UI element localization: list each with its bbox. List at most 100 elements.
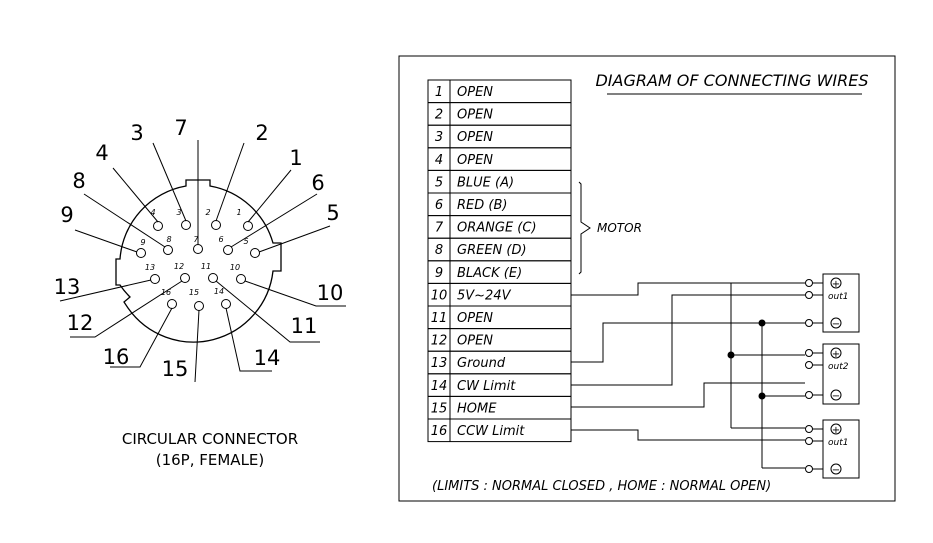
pin-callout-label: 9 <box>60 203 73 227</box>
table-row <box>427 328 572 352</box>
connector-caption-line1: CIRCULAR CONNECTOR <box>122 430 298 448</box>
pin-small-label: 11 <box>201 262 211 271</box>
output-label: out1 <box>828 438 848 448</box>
table-row <box>427 124 572 149</box>
minus-symbol: − <box>832 319 840 330</box>
pin-small-label: 6 <box>218 235 223 244</box>
pin-leader-line <box>244 280 346 307</box>
pin-callout-label: 1 <box>289 146 302 170</box>
pin-callout-label: 13 <box>54 275 81 299</box>
table-row <box>427 395 572 420</box>
output-box <box>822 273 860 333</box>
pin-11 <box>208 273 218 283</box>
table-row <box>427 305 572 330</box>
pin-leader-line <box>258 225 331 253</box>
table-row-number: 15 <box>431 401 448 416</box>
pin-small-label: 9 <box>140 238 145 247</box>
pin-leader-line <box>194 309 200 383</box>
pin-leader-line <box>215 142 245 222</box>
pin-leader-line <box>70 280 183 338</box>
wire-5v <box>571 282 805 296</box>
pin-small-label: 8 <box>166 235 171 244</box>
plus-symbol-ring <box>830 347 842 359</box>
minus-symbol: − <box>832 391 840 402</box>
table-row-number: 10 <box>431 288 448 303</box>
pin-1 <box>243 221 253 231</box>
table-row-number: 14 <box>431 379 448 394</box>
pin-9 <box>136 248 146 258</box>
pin-small-label: 4 <box>150 208 155 217</box>
table-row-number: 5 <box>435 175 443 190</box>
pin-callout-label: 7 <box>174 116 187 140</box>
terminal-pin <box>805 349 813 357</box>
leader-lines <box>59 140 346 383</box>
pin-15 <box>194 301 204 311</box>
pin-13 <box>150 274 160 284</box>
table-row-number: 3 <box>435 130 443 145</box>
output-box <box>822 419 860 479</box>
connector-caption-line2: (16P, FEMALE) <box>156 451 265 469</box>
table-row <box>427 79 572 104</box>
table-row-number: 2 <box>435 108 443 123</box>
minus-symbol-ring <box>830 389 842 401</box>
pin-callout-label: 5 <box>326 201 339 225</box>
table-row-label: OPEN <box>457 153 493 168</box>
table-row-label: OPEN <box>457 85 493 100</box>
pin-3 <box>181 220 191 230</box>
table-row-label: GREEN (D) <box>457 243 527 258</box>
pin-callout-label: 16 <box>103 345 130 369</box>
table-row-label: 5V~24V <box>457 288 512 303</box>
table-row-label: RED (B) <box>457 198 507 213</box>
junction-dot <box>758 392 766 400</box>
table-row-label: BLUE (A) <box>457 175 514 190</box>
pin-leader-line <box>112 167 159 223</box>
pin-small-label: 7 <box>193 235 199 244</box>
pin-callout-label: 8 <box>72 169 85 193</box>
table-row-number: 12 <box>431 334 448 349</box>
table-row-label: Ground <box>457 356 506 371</box>
pin-small-label: 14 <box>214 287 224 296</box>
pin-callout-label: 10 <box>317 281 344 305</box>
pin-small-label: 12 <box>174 262 184 271</box>
terminal-pin <box>805 291 813 299</box>
wire-ground <box>571 322 805 363</box>
table-row-number: 1 <box>435 85 443 100</box>
table-row-number: 11 <box>431 311 448 326</box>
pin-small-label: 2 <box>205 208 210 217</box>
table-row-number: 4 <box>435 153 443 168</box>
terminal-pin <box>805 279 813 287</box>
pin-small-label: 10 <box>230 263 240 272</box>
table-row <box>427 147 572 171</box>
table-row-label: OPEN <box>457 108 493 123</box>
junction-dot <box>727 351 735 359</box>
pin-8 <box>163 245 173 255</box>
pin-callout-label: 15 <box>162 357 189 381</box>
pin-2 <box>211 220 221 230</box>
pin-leader-line <box>215 280 320 343</box>
terminal-pin <box>805 425 813 433</box>
motor-brace <box>578 181 591 275</box>
terminal-pin <box>805 319 813 327</box>
table-row-label: BLACK (E) <box>457 266 522 281</box>
output-label: out2 <box>828 362 849 372</box>
minus-symbol-ring <box>830 463 842 475</box>
pin-7 <box>193 244 203 254</box>
table-row-label: CCW Limit <box>457 424 525 439</box>
pin-callout-label: 14 <box>254 346 281 370</box>
pin-callout-label: 4 <box>95 141 108 165</box>
terminal-pin <box>805 391 813 399</box>
pin-leader-line <box>59 279 152 302</box>
pin-leader-line <box>152 142 187 222</box>
pin-16 <box>167 299 177 309</box>
table-row-number: 8 <box>435 243 443 258</box>
pin-6 <box>223 245 233 255</box>
pin-small-label: 16 <box>161 288 171 297</box>
terminal-pin <box>805 361 813 369</box>
table-row-label: OPEN <box>457 130 493 145</box>
output-box <box>822 343 860 405</box>
table-row-label: OPEN <box>457 334 493 349</box>
pin-small-label: 15 <box>189 288 199 297</box>
